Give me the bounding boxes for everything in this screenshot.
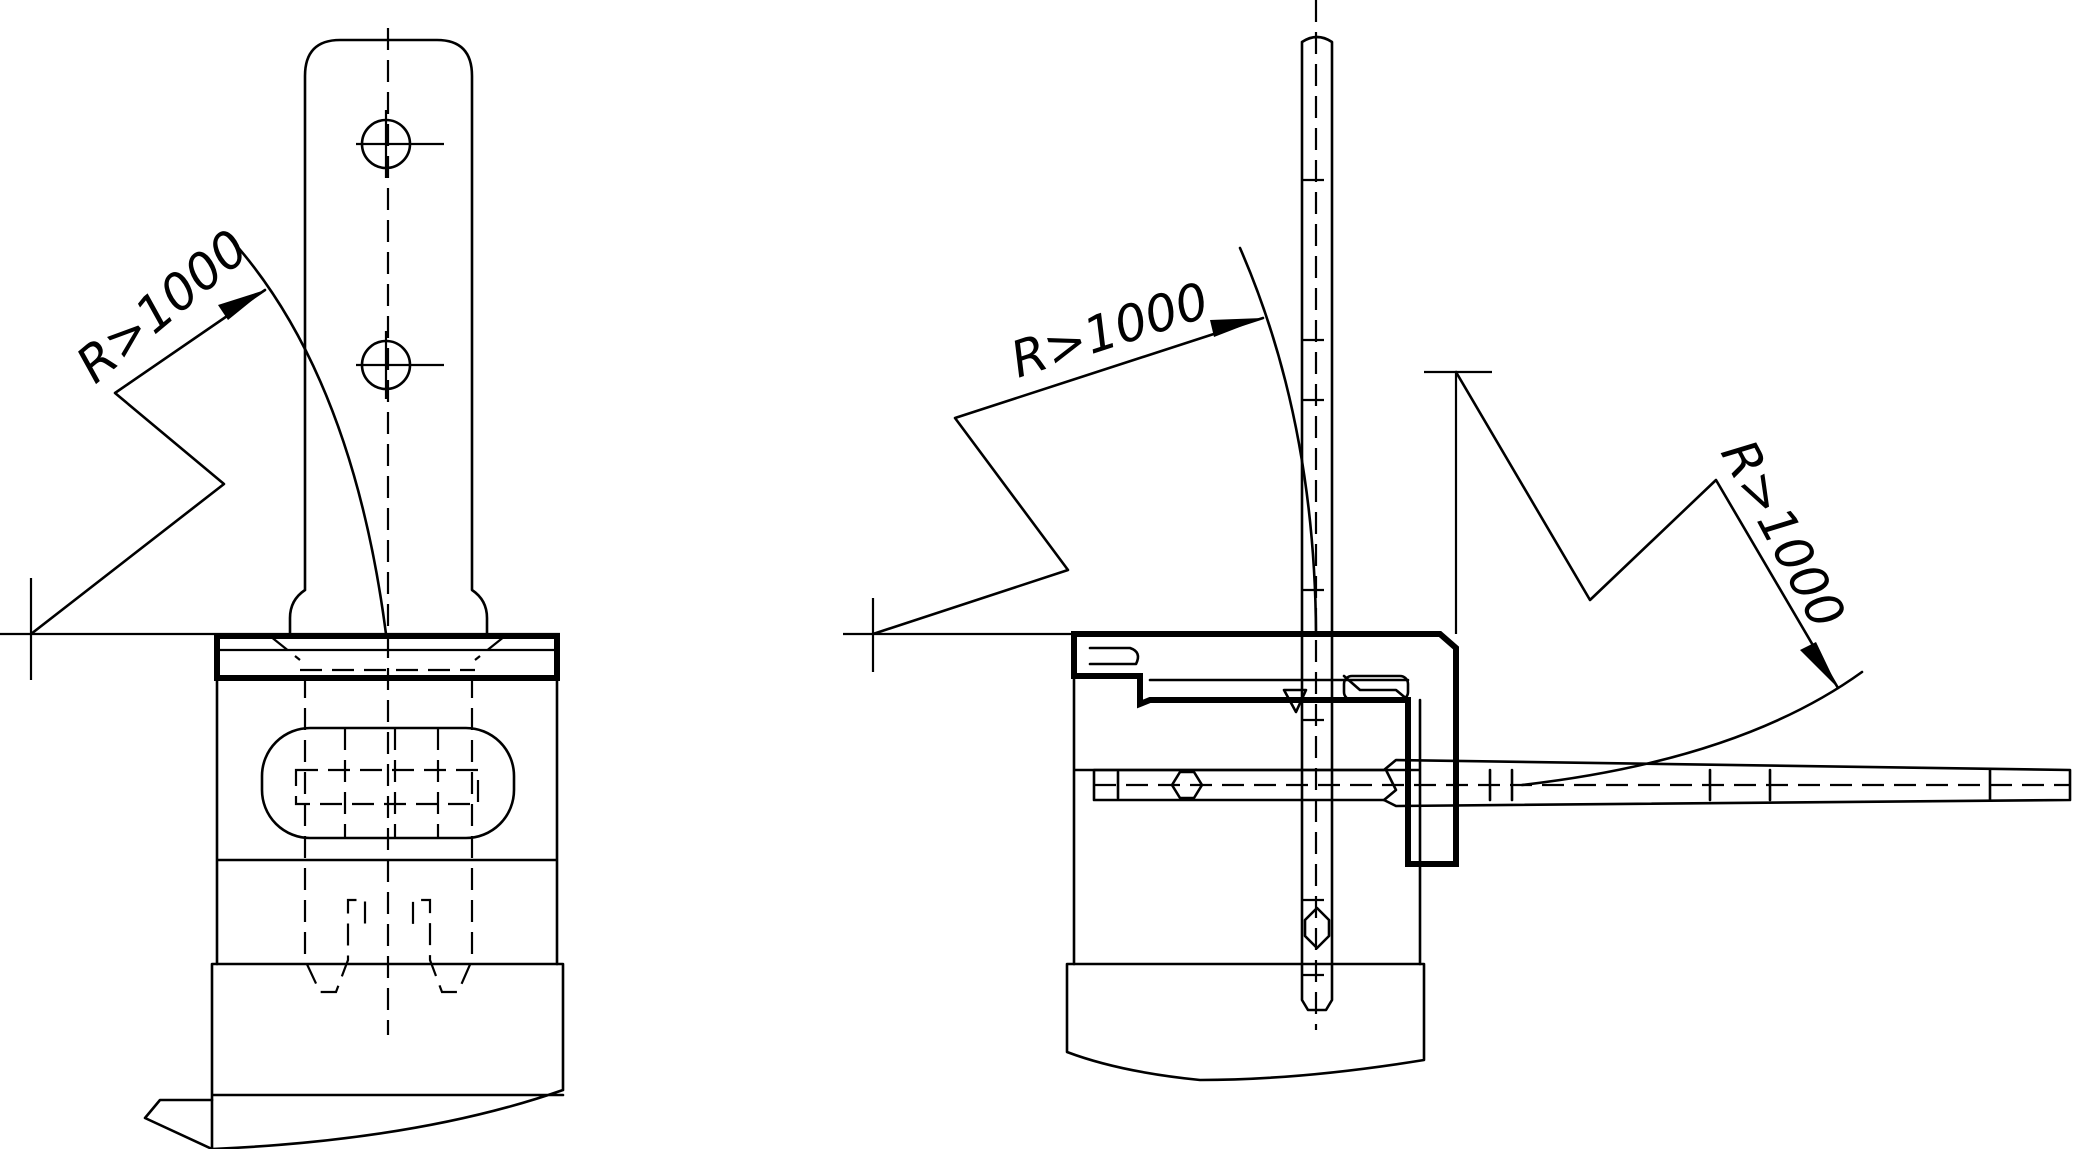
left-housing — [215, 676, 559, 966]
left-window-outer — [260, 726, 516, 840]
right-radius-label: R>1000 — [1709, 430, 1856, 637]
left-hidden-pins — [303, 676, 474, 994]
left-lower-body — [210, 962, 565, 1149]
middle-radius-label: R>1000 — [1004, 271, 1216, 389]
right-top-cap — [1071, 631, 1459, 867]
right-lower-body — [1065, 962, 1426, 1082]
right-horizontal-terminal — [1092, 758, 2072, 808]
right-radius-leader — [1454, 370, 1840, 690]
right-hex-lower — [1303, 906, 1331, 950]
left-view: R>1000 — [0, 28, 565, 1149]
right-radius-arrowhead — [1800, 642, 1838, 688]
blade-hole-lower — [356, 331, 444, 399]
right-housing — [1072, 674, 1422, 966]
left-top-flange — [214, 633, 560, 681]
right-view: R>1000 R>1000 — [843, 0, 2072, 1082]
middle-radius-leader — [871, 316, 1265, 636]
middle-radius-arc — [1238, 246, 1318, 636]
left-window-dashed — [294, 768, 480, 806]
middle-radius-arrowhead — [1210, 318, 1263, 337]
left-terminal-blade — [288, 38, 489, 636]
left-radius-leader — [29, 288, 267, 636]
right-vertical-terminal — [1300, 35, 1334, 1012]
left-radius-arrowhead — [218, 290, 265, 320]
left-radius-arc — [226, 234, 388, 636]
blade-hole-upper — [356, 110, 444, 178]
right-radius-arc — [1520, 670, 1864, 787]
right-hex-horizontal — [1170, 770, 1204, 800]
left-lower-tab — [143, 1098, 214, 1149]
